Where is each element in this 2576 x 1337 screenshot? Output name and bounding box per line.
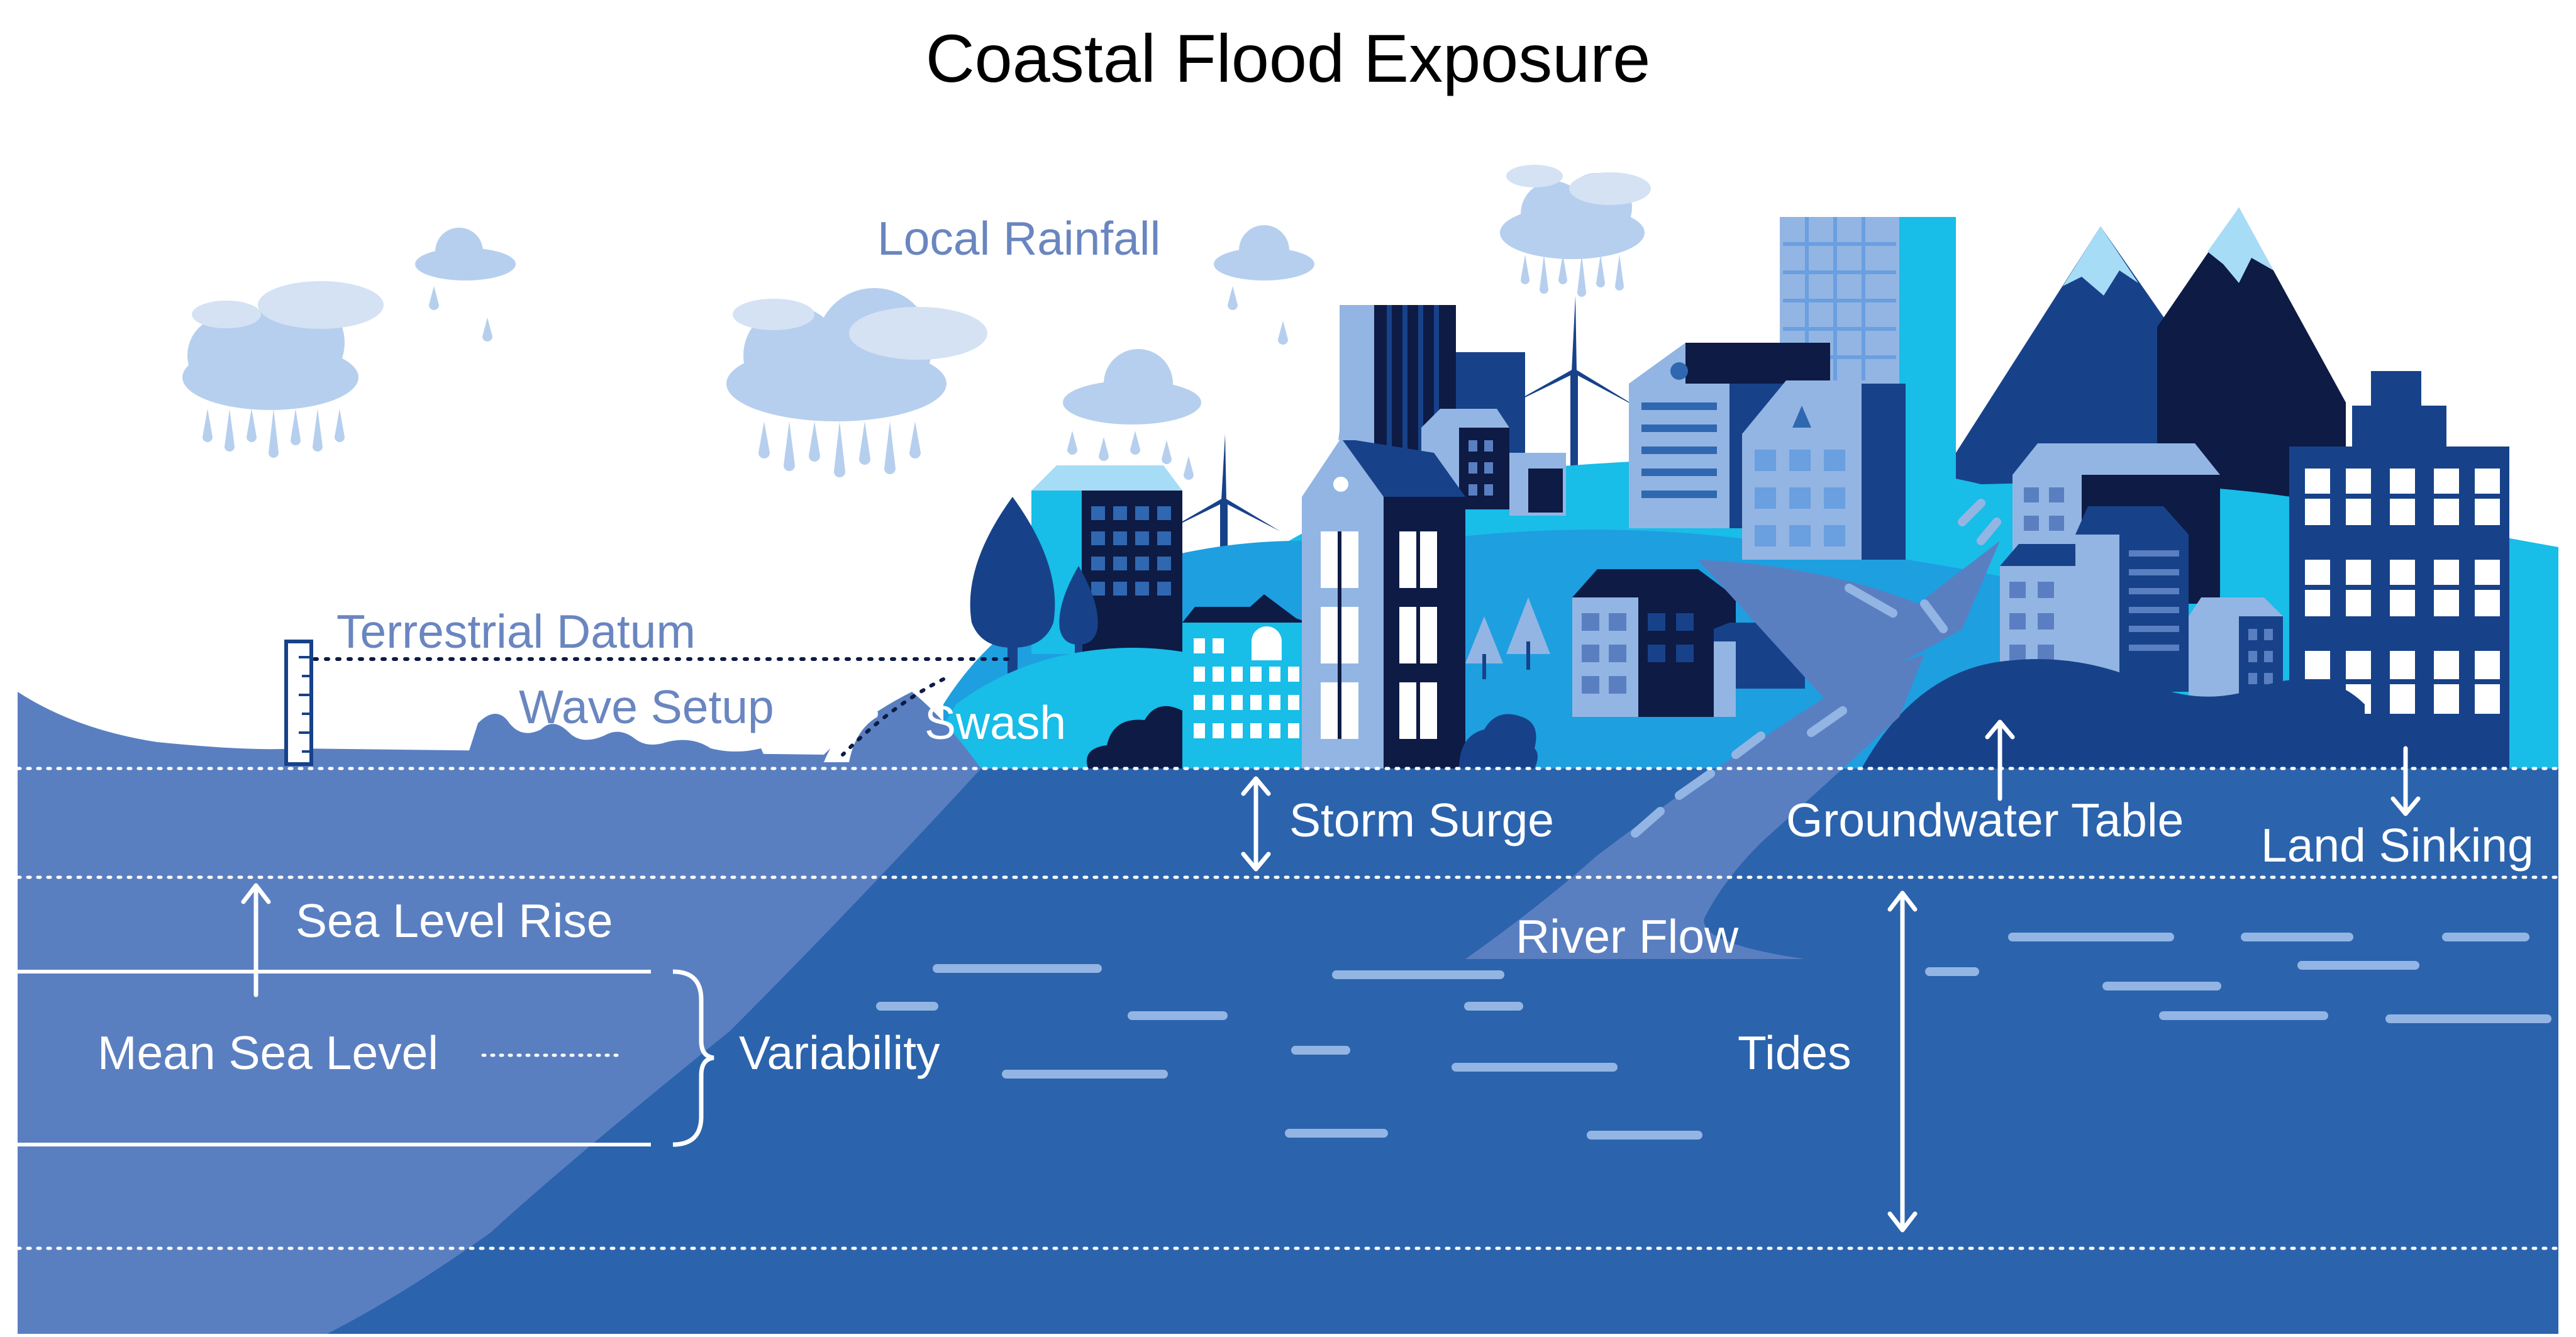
tree-icon (970, 497, 1098, 679)
building-icon (1031, 465, 1182, 654)
tides-arrow (1887, 890, 1918, 1233)
cloud-icon (726, 288, 987, 421)
cloud-icon (415, 228, 516, 280)
label-mean-sea-level: Mean Sea Level (97, 1026, 438, 1079)
water-current-dashes (876, 933, 2551, 1140)
label-land-sinking: Land Sinking (2261, 819, 2534, 872)
label-variability: Variability (739, 1026, 940, 1079)
mean-sea-level-lines (18, 970, 651, 1146)
wave-setup-crest (465, 714, 767, 762)
tide-gauge-icon (284, 640, 313, 766)
rain-drop-icon (203, 409, 345, 458)
shallow-water (18, 692, 981, 1334)
rain-drop-icon (429, 286, 492, 341)
tree-icon (1465, 597, 1550, 679)
label-sea-level-rise: Sea Level Rise (296, 894, 613, 947)
cloud-icon (1214, 225, 1314, 280)
rain-drop-icon (1067, 431, 1194, 480)
label-storm-surge: Storm Surge (1289, 794, 1554, 846)
sea-level-rise-arrow (241, 883, 271, 997)
reference-lines (16, 767, 2560, 1250)
label-river-flow: River Flow (1516, 910, 1739, 963)
cloud-icon (182, 281, 384, 410)
building-icon (1182, 594, 1308, 768)
cloud-icon (1500, 165, 1651, 259)
building-icon (2012, 443, 2220, 604)
rain-drop-icon (1521, 255, 1624, 297)
rain-drop-icon (758, 421, 921, 477)
river-markings (1631, 706, 1847, 838)
variability-brace (672, 969, 714, 1147)
groundwater-table-arrow (1985, 719, 2015, 801)
storm-surge-arrow (1241, 776, 1271, 872)
swash-dotted-line (841, 677, 945, 757)
label-tides: Tides (1738, 1026, 1852, 1079)
label-local-rainfall: Local Rainfall (877, 212, 1160, 265)
land-sinking-arrow (2390, 746, 2421, 816)
rain-drop-icon (1228, 286, 1288, 345)
road (1698, 541, 2000, 698)
diagram-title: Coastal Flood Exposure (926, 20, 1651, 96)
road-markings (1845, 499, 2001, 633)
cloud-icon (1063, 349, 1201, 424)
building-icon (1742, 380, 1906, 560)
label-wave-setup: Wave Setup (519, 680, 774, 733)
label-groundwater-table: Groundwater Table (1786, 794, 2184, 846)
swash-wave (824, 709, 878, 762)
label-swash: Swash (924, 696, 1066, 749)
bush (1087, 706, 1538, 768)
label-terrestrial-datum: Terrestrial Datum (336, 605, 696, 658)
building-icon (1572, 569, 1805, 717)
front-right-hill (1862, 659, 2365, 768)
building-icon (1302, 390, 1465, 768)
